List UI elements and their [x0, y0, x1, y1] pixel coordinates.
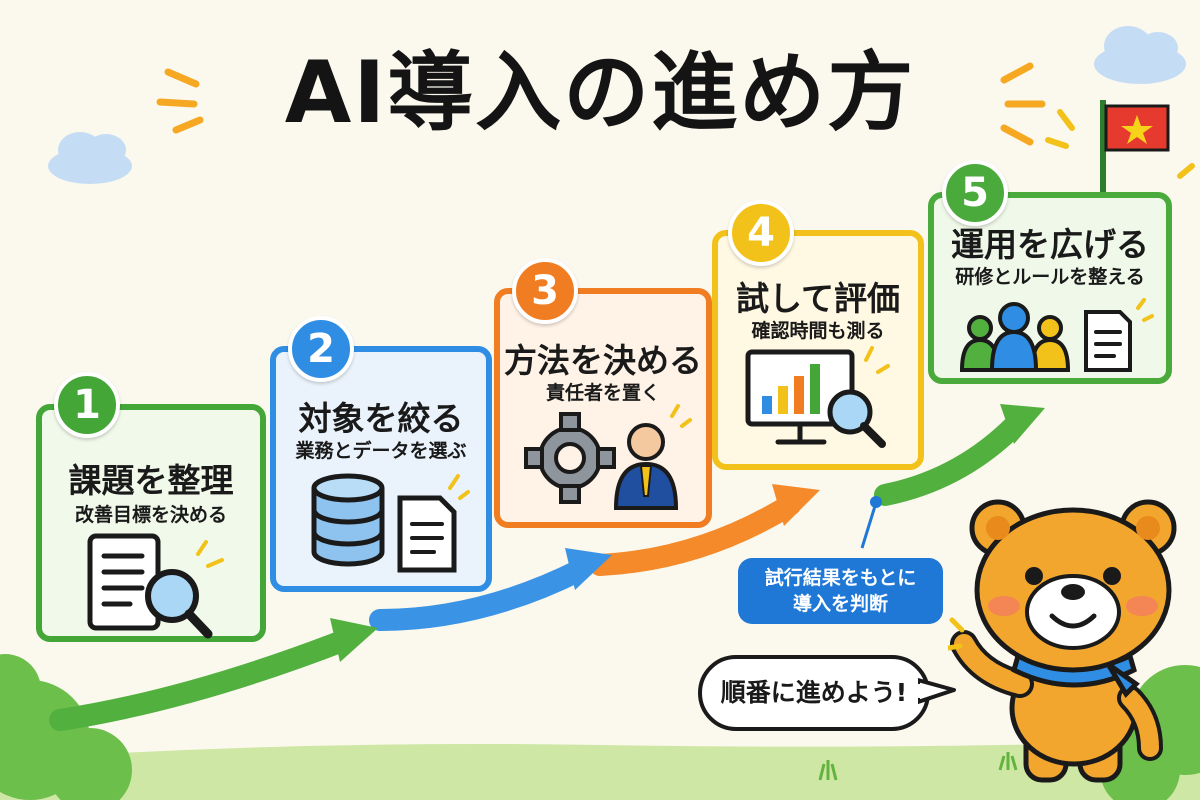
note-pointer [860, 505, 877, 549]
team-icon [959, 298, 1154, 372]
cloud-right-icon [1094, 26, 1186, 84]
step-subtitle: 改善目標を決める [74, 504, 227, 526]
step-subtitle: 業務とデータを選ぶ [295, 440, 467, 462]
note-pointer-dot [870, 496, 882, 508]
step-title: 運用を広げる [951, 225, 1149, 264]
bear-mascot-icon [948, 499, 1177, 783]
monitor-chart-icon [745, 346, 890, 448]
title-sparkles [156, 62, 1046, 146]
database-icon [311, 473, 470, 573]
step-title: 対象を絞る [298, 399, 464, 438]
cloud-left-icon [48, 132, 132, 184]
step-card-4: 試して評価 確認時間も測る [712, 230, 924, 470]
decision-note-line1: 試行結果をもとに [764, 567, 917, 589]
page-title: AI導入の進め方 [284, 43, 916, 143]
step-title: 方法を決める [504, 341, 702, 380]
grass-tufts [818, 752, 1018, 781]
step-number-badge-5: 5 [942, 160, 1008, 226]
goal-flag-icon [1100, 100, 1170, 205]
ground [0, 740, 1200, 800]
person-icon [613, 423, 679, 510]
decision-note: 試行結果をもとに 導入を判断 [738, 558, 943, 624]
step-card-5: 運用を広げる 研修とルールを整える [928, 192, 1172, 384]
gear-person-icon [524, 404, 692, 510]
document-search-icon [87, 533, 224, 639]
arrow-heads [330, 404, 1045, 662]
step-number-badge-2: 2 [288, 316, 354, 382]
step-card-2: 対象を絞る 業務とデータを選ぶ [270, 346, 492, 592]
speech-tail [918, 678, 956, 704]
bear-speech-bubble: 順番に進めよう! [698, 655, 930, 731]
step-subtitle: 研修とルールを整える [955, 266, 1145, 288]
step-number-badge-4: 4 [728, 200, 794, 266]
flag-sparkles [1045, 109, 1195, 179]
bush-left-icon [0, 654, 132, 800]
step-title: 試して評価 [735, 279, 900, 318]
step-subtitle: 確認時間も測る [751, 320, 885, 342]
step-number-badge-3: 3 [512, 258, 578, 324]
step-number-badge-1: 1 [54, 372, 120, 438]
step-title: 課題を整理 [68, 461, 234, 500]
step-card-1: 課題を整理 改善目標を決める [36, 404, 266, 642]
step-card-3: 方法を決める 責任者を置く [494, 288, 712, 528]
decision-note-line2: 導入を判断 [792, 593, 888, 615]
progress-arrows [49, 414, 1026, 731]
step-subtitle: 責任者を置く [545, 382, 660, 404]
